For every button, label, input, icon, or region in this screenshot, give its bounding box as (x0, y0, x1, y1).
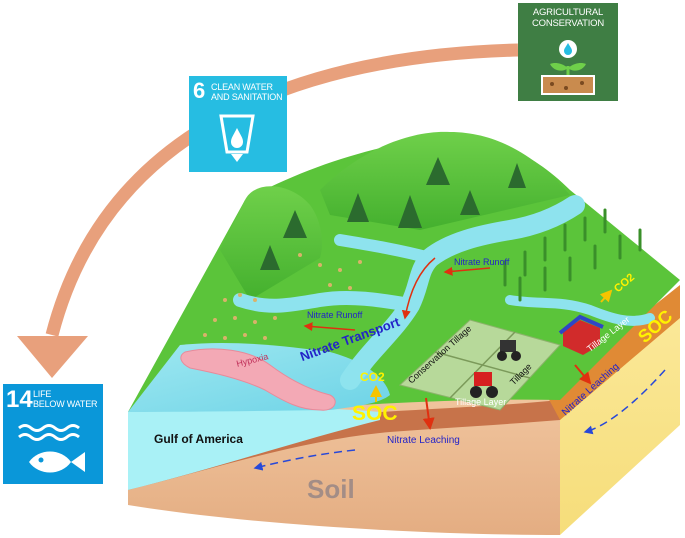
runoff-arrow-right (443, 266, 491, 276)
leaching-arrow-right (574, 364, 592, 385)
nitrate-runoff-left-label: Nitrate Runoff (307, 310, 363, 320)
corn-crops (503, 208, 642, 302)
agri-line1: AGRICULTURAL (532, 7, 604, 18)
tillage-band-front (128, 400, 560, 490)
co2-arrow-right (599, 289, 613, 303)
plant-droplet-icon (541, 40, 595, 95)
soil-label: Soil (307, 474, 355, 504)
soc-center-label: SOC (352, 402, 398, 425)
sdg6-badge: 6 CLEAN WATER AND SANITATION (189, 76, 287, 172)
wheat-crops (203, 253, 362, 340)
trees (260, 157, 526, 270)
sdg6-line2: AND SANITATION (211, 92, 283, 102)
co2-center-label: CO2 (360, 370, 385, 384)
sdg14-line1: LIFE (33, 389, 52, 399)
water-glass-icon (219, 114, 255, 162)
nitrate-runoff-right-label: Nitrate Runoff (454, 257, 510, 267)
nitrate-leaching-center-label: Nitrate Leaching (387, 435, 460, 446)
sdg6-number: 6 (193, 78, 206, 103)
runoff-arrow-left (303, 322, 356, 332)
river-branch-top (334, 234, 436, 264)
sdg14-badge: 14 LIFE BELOW WATER (3, 384, 103, 484)
groundwater-arrow-front (253, 449, 356, 471)
sdg14-line2: BELOW WATER (33, 399, 98, 409)
runoff-arrow-curve (401, 257, 436, 320)
tractor-icon (470, 372, 498, 398)
agri-line2: CONSERVATION (531, 18, 605, 29)
gulf-label: Gulf of America (154, 432, 243, 446)
sdg14-number: 14 (6, 386, 33, 413)
tillage-layer-center-label: Tillage Layer (455, 397, 507, 407)
river-branch-right (505, 295, 655, 326)
barn-icon (558, 314, 604, 355)
fish-waves-icon (18, 424, 85, 473)
soil-right-face (560, 300, 680, 535)
agri-conservation-badge: AGRICULTURAL CONSERVATION (518, 3, 618, 101)
sdg6-line1: CLEAN WATER (211, 82, 273, 92)
leaching-arrow-center (422, 397, 435, 430)
gulf-water-face (128, 407, 380, 490)
groundwater-arrow-right (583, 369, 666, 435)
river-branch-left (233, 290, 417, 313)
hypoxia-zone (180, 348, 336, 411)
tractor-icon (497, 340, 521, 361)
